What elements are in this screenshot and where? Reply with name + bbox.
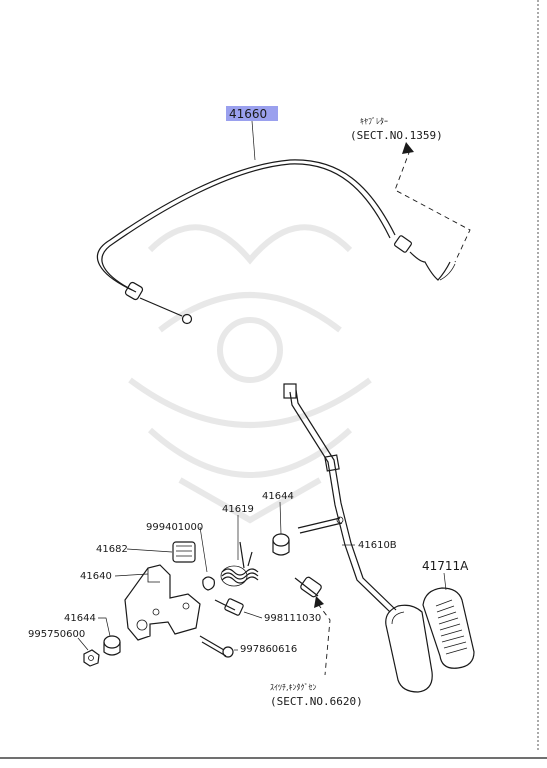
leader-nut-lower [77,637,89,651]
cable-end-left [124,281,193,325]
leader-clip [199,526,208,573]
pedal-plate [385,604,433,693]
ref-carburetor-arrow [394,142,471,263]
leader-bracket [114,573,149,577]
callout-spacer-upper[interactable]: 41644 [262,491,294,502]
leader-bushing-lower [98,617,111,637]
callout-cable-assy-label: 41660 [229,107,267,121]
leader-bolt-right [243,611,263,619]
ref-switch-section: (SECT.NO.6620) [270,695,363,708]
ref-switch-arrow [314,596,331,676]
callout-cable-assy[interactable]: 41660 [226,106,278,121]
callout-bolt-lower[interactable]: 997860616 [240,644,297,655]
spacer-upper [272,533,290,556]
callout-bushing-lower[interactable]: 41644 [64,613,96,624]
callout-pedal-pad[interactable]: 41711A [422,559,469,573]
ref-carburetor-jp: ｷﾔﾌﾞﾚﾀｰ [360,117,388,126]
clip [202,576,215,591]
stop-switch [294,576,322,598]
nut-lower [83,649,100,667]
leader-cable-assy [251,120,256,161]
cable-end-right [394,235,456,281]
leader-pad [126,548,173,553]
leader-pedal-pad [443,572,447,591]
callout-bolt-right[interactable]: 998111030 [264,613,321,624]
return-spring [220,541,259,587]
pedal-pad [422,587,475,669]
watermark-helmet [128,224,372,524]
callout-pad[interactable]: 41682 [96,544,128,555]
stopper-pad [172,541,196,563]
bolt-right [214,598,244,616]
callout-rod[interactable]: 41610B [358,540,397,551]
accelerator-cable [97,159,456,325]
callout-clip[interactable]: 999401000 [146,522,203,533]
callout-spring[interactable]: 41619 [222,504,254,515]
pedal-rod [283,383,397,613]
leader-spacer-upper [279,501,282,535]
pedal-bracket [124,564,201,641]
callout-nut-lower[interactable]: 995750600 [28,629,85,640]
callout-highlight-box [226,106,278,121]
ref-switch[interactable]: ｽｲﾂﾁ,ｷﾝﾀｸﾞｾﾝ (SECT.NO.6620) [270,683,363,708]
ref-carburetor-section: (SECT.NO.1359) [350,129,443,142]
callout-bracket[interactable]: 41640 [80,571,112,582]
bushing-lower [103,635,121,656]
bolt-lower [199,635,234,658]
ref-switch-jp: ｽｲﾂﾁ,ｷﾝﾀｸﾞｾﾝ [270,683,317,692]
ref-carburetor[interactable]: ｷﾔﾌﾞﾚﾀｰ (SECT.NO.1359) [350,117,443,142]
